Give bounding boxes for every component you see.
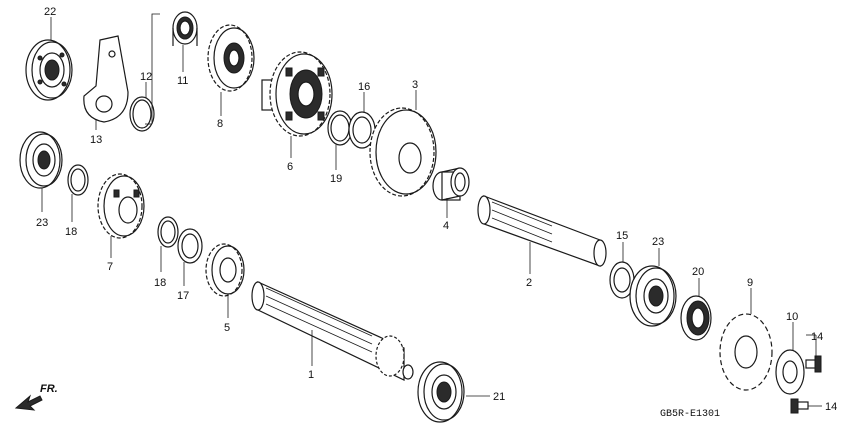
label-12: 12 xyxy=(140,71,152,83)
bracket-12 xyxy=(145,13,160,125)
part-22-bearing xyxy=(25,39,73,101)
part-8-gear xyxy=(207,24,255,92)
part-3-gear xyxy=(369,107,437,197)
label-6: 6 xyxy=(287,161,293,173)
label-10: 10 xyxy=(786,311,798,323)
part-18-circlip-b xyxy=(157,216,179,248)
label-14-upper: 14 xyxy=(811,331,823,343)
part-5-gear xyxy=(205,243,245,297)
part-10-plate xyxy=(775,349,805,395)
part-4-bushing xyxy=(432,167,470,201)
label-19: 19 xyxy=(330,173,342,185)
part-1-mainshaft xyxy=(251,281,414,381)
label-11: 11 xyxy=(177,75,188,87)
part-14-bolt-lower xyxy=(790,398,809,414)
part-6-gear xyxy=(261,51,333,137)
label-5: 5 xyxy=(224,322,230,334)
part-20-oil-seal xyxy=(680,295,712,341)
label-4: 4 xyxy=(443,220,449,232)
front-direction-arrow: FR. xyxy=(14,383,58,411)
part-23-bearing-right xyxy=(629,265,677,327)
part-17-washer xyxy=(177,228,203,264)
part-16-washer xyxy=(348,111,376,149)
label-22: 22 xyxy=(44,6,56,18)
part-13-plate xyxy=(83,35,129,123)
direction-label: FR. xyxy=(40,383,58,395)
leader-lines xyxy=(41,17,822,407)
label-20: 20 xyxy=(692,266,704,278)
part-12-circlip xyxy=(129,96,155,132)
label-23-left: 23 xyxy=(36,217,48,229)
label-9: 9 xyxy=(747,277,753,289)
label-18-upper: 18 xyxy=(65,226,77,238)
diagram-code: GB5R-E1301 xyxy=(660,409,720,420)
label-13: 13 xyxy=(90,134,102,146)
part-14-bolt-upper xyxy=(805,355,822,373)
label-3: 3 xyxy=(412,79,418,91)
label-23-right: 23 xyxy=(652,236,664,248)
label-17: 17 xyxy=(177,290,189,302)
part-9-sprocket xyxy=(719,313,773,391)
part-2-countershaft xyxy=(477,195,607,267)
part-11-bushing xyxy=(172,11,198,46)
part-21-bearing xyxy=(417,361,465,423)
label-21: 21 xyxy=(493,391,505,403)
part-18-circlip-a xyxy=(67,164,89,196)
label-18-lower: 18 xyxy=(154,277,166,289)
label-15: 15 xyxy=(616,230,628,242)
part-labels: 22 13 12 11 8 6 19 16 3 4 2 15 23 20 9 1… xyxy=(36,6,837,413)
label-16: 16 xyxy=(358,81,370,93)
part-19-circlip xyxy=(327,110,353,146)
part-23-bearing-left xyxy=(19,131,63,189)
part-7-gear xyxy=(97,173,145,239)
label-7: 7 xyxy=(107,261,113,273)
label-14-lower: 14 xyxy=(825,401,837,413)
label-1: 1 xyxy=(308,369,314,381)
label-8: 8 xyxy=(217,118,223,130)
label-2: 2 xyxy=(526,277,532,289)
